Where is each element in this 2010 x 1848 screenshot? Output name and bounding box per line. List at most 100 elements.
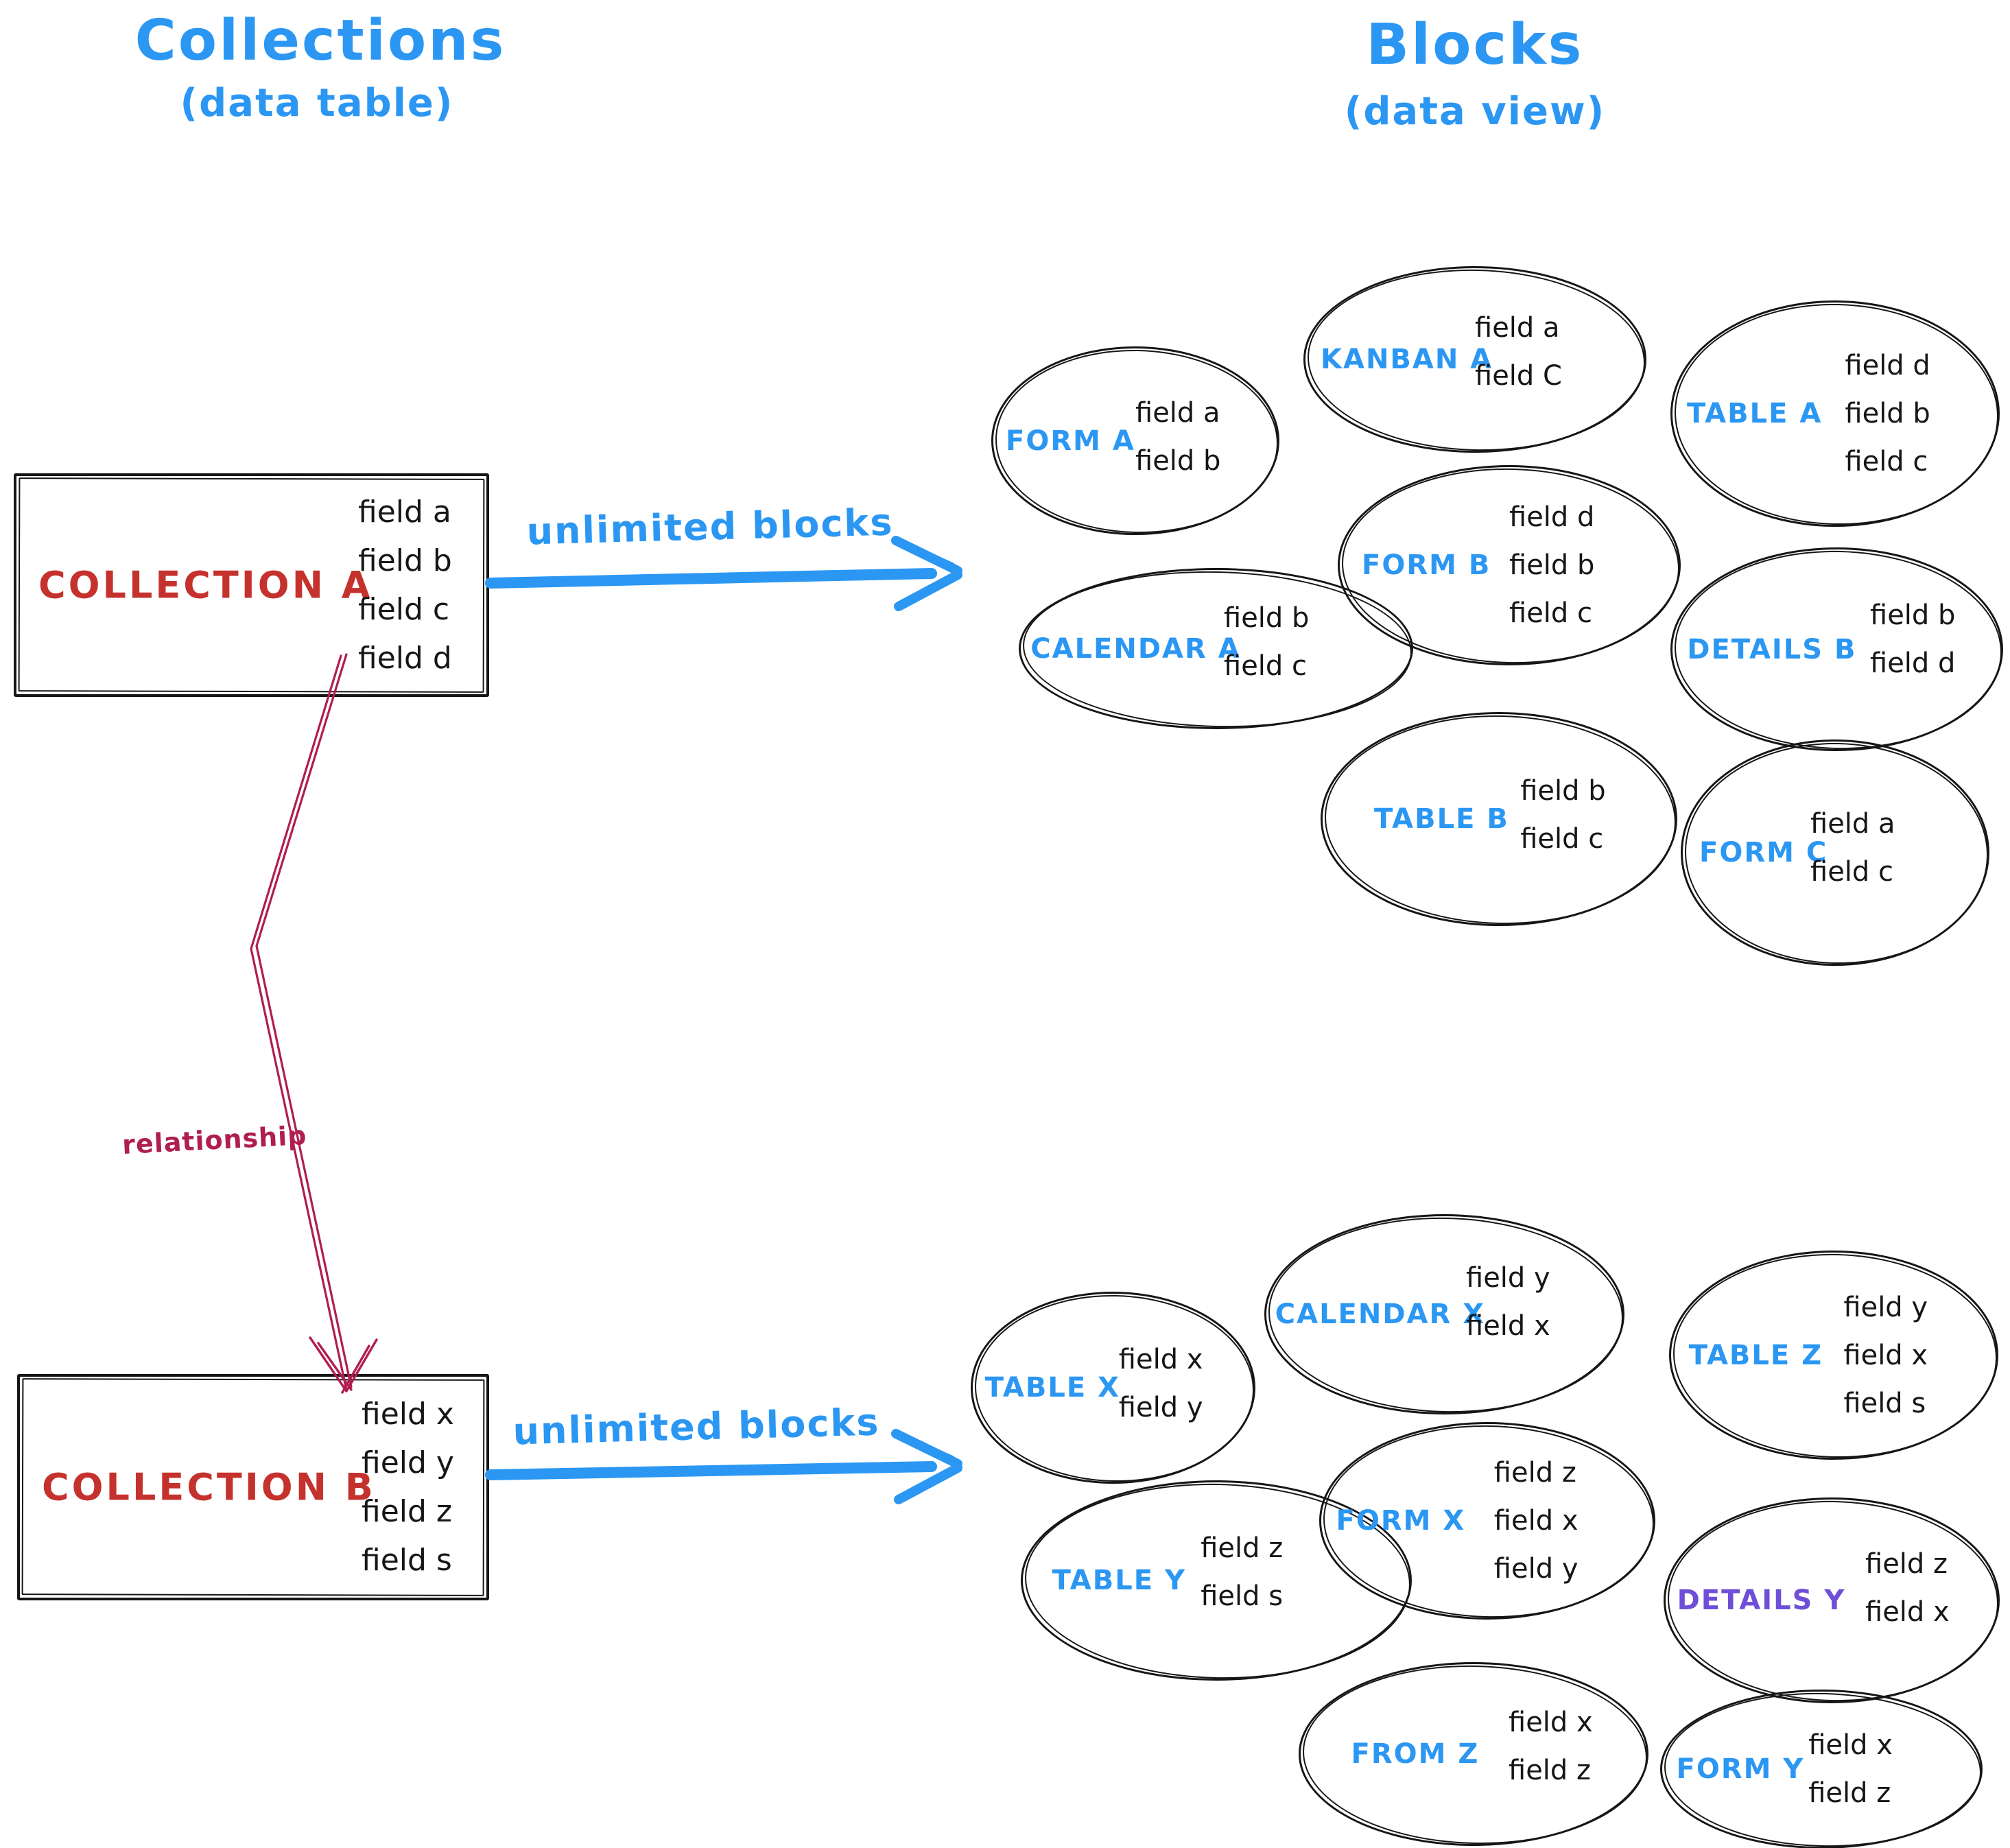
arrow-b-shaft [485,1461,937,1480]
block-field: field x [1865,1596,1950,1628]
block-label: DETAILS B [1687,633,1857,665]
block-fields: field d field b field c [1845,350,1930,477]
arrow-b-head-stroke [910,1438,955,1461]
block-table-z: TABLE Z field y field x field s [1669,1250,2000,1462]
block-field: field y [1493,1553,1579,1585]
block-field: field x [1466,1310,1550,1342]
collection-b-field: field y [362,1445,454,1480]
block-field: field s [1201,1580,1284,1613]
relationship-line [250,654,348,1391]
block-field: field d [1509,501,1595,533]
block-field: field x [1808,1729,1893,1761]
block-fields: field x field y [1119,1344,1203,1423]
collections-title: Collections [134,8,506,73]
relationship-line [255,653,353,1388]
ellipse-outline [1264,1214,1624,1414]
block-field: field b [1224,602,1310,635]
ellipse-outline [1660,1690,1983,1848]
block-fields: field b field c [1520,775,1605,855]
block-label: TABLE Z [1688,1339,1823,1371]
collection-b-field: field z [362,1494,453,1529]
block-label: CALENDAR X [1275,1299,1486,1330]
block-field: field a [1810,808,1895,840]
block-label: FORM A [1006,425,1135,457]
block-from-z: FROM Z field x field z [1299,1661,1649,1848]
block-form-a: FORM A field a field b [991,346,1280,536]
block-field: field x [1843,1339,1928,1371]
block-field: field c [1810,856,1894,888]
block-label: KANBAN A [1321,344,1493,375]
ellipse-outline [1669,1251,1998,1460]
block-label: TABLE B [1374,803,1509,835]
block-fields: field z field x field y [1494,1457,1579,1585]
block-label: CALENDAR A [1030,632,1241,665]
block-fields: field x field z [1509,1707,1593,1786]
arrow-a-head [891,536,962,611]
block-label: FORM B [1362,549,1491,581]
block-form-b: FORM B field d field b field c [1338,464,1682,667]
block-field: field z [1509,1755,1592,1787]
block-field: field z [1808,1777,1891,1809]
arrow-b-head [891,1429,962,1504]
collection-a-name: COLLECTION A [38,563,373,607]
collection-a-box: COLLECTION A field a field b field c fie… [14,473,489,697]
block-field: field x [1118,1344,1203,1376]
block-field: field x [1493,1505,1579,1537]
block-field: field c [1520,822,1604,855]
block-fields: field a field c [1810,808,1895,888]
block-field: field b [1135,445,1221,477]
ellipse-outline [1019,568,1413,729]
block-fields: field a field b [1135,397,1220,477]
block-label: FORM Y [1676,1753,1805,1785]
collection-a-field: field c [358,592,450,627]
block-form-c: FORM C field a field c [1681,739,1991,967]
collections-subtitle: (data table) [180,81,454,126]
arrow-b-label: unlimited blocks [512,1400,881,1454]
collection-b-name: COLLECTION B [42,1465,376,1509]
block-field: field c [1509,597,1593,629]
block-field: field C [1475,360,1562,392]
ellipse-outline [1321,712,1677,926]
block-field: field s [1843,1387,1926,1419]
collection-a-fields: field a field b field c field d [358,495,452,676]
block-field: field a [1475,312,1560,344]
block-fields: field b field c [1224,602,1309,682]
block-field: field y [1118,1392,1203,1424]
block-calendar-a: CALENDAR A field b field c [1019,567,1414,732]
block-label: DETAILS Y [1677,1585,1846,1616]
collection-b-field: field s [362,1543,452,1578]
block-form-y: FORM Y field x field z [1660,1689,1983,1848]
block-label: TABLE Y [1052,1565,1186,1596]
block-field: field d [1870,647,1956,679]
block-field: field z [1493,1457,1576,1489]
arrow-a-shaft [485,568,937,589]
ellipse-outline [1338,465,1681,665]
block-kanban-a: KANBAN A field a field C [1303,265,1647,455]
collection-b-field: field x [362,1397,454,1432]
ellipse-outline [971,1292,1255,1484]
block-field: field z [1865,1548,1948,1580]
block-table-a: TABLE A field d field b field c [1670,300,2001,529]
block-form-x: FORM X field z field x field y [1319,1421,1657,1622]
collection-b-fields: field x field y field z field s [362,1397,454,1578]
block-field: field d [1845,350,1930,381]
block-table-x: TABLE X field x field y [971,1292,1257,1485]
block-fields: field z field s [1201,1532,1283,1612]
ellipse-outline [1319,1422,1655,1620]
block-field: field c [1224,650,1308,683]
block-fields: field y field x field s [1843,1292,1928,1419]
arrow-a-label: unlimited blocks [525,500,895,554]
block-fields: field a field C [1475,312,1562,392]
collection-a-field: field b [358,543,452,578]
block-label: FORM C [1699,837,1828,868]
block-field: field y [1843,1291,1928,1323]
block-calendar-x: CALENDAR X field y field x [1264,1213,1626,1417]
blocks-subtitle: (data view) [1344,89,1606,134]
collection-a-field: field a [358,495,451,530]
ellipse-outline [1670,300,2000,527]
relationship-label: relationship [121,1120,308,1161]
ellipse-outline [1681,739,1989,966]
block-label: TABLE A [1687,398,1823,429]
ellipse-outline [991,346,1279,535]
